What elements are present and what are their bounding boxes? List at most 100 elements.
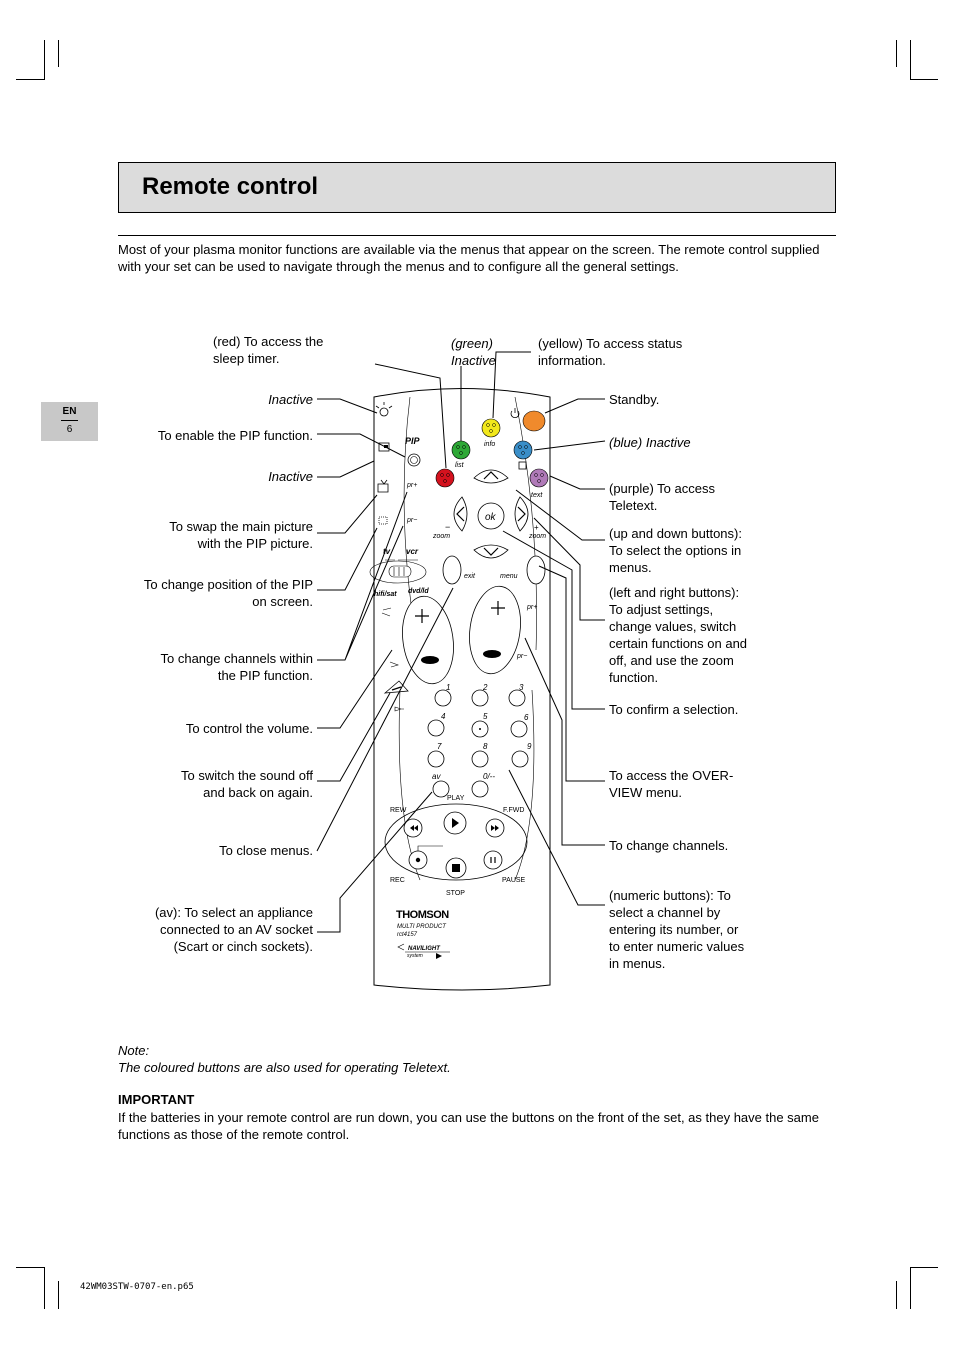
label-line: (Scart or cinch sockets).	[173, 939, 313, 954]
blue-button[interactable]	[513, 440, 533, 460]
digit-3-button[interactable]	[508, 689, 526, 707]
label-swap: To swap the main picture with the PIP pi…	[83, 518, 313, 552]
digit-3-label: 3	[519, 683, 524, 692]
label-line: (up and down buttons):	[609, 526, 742, 541]
leader-pip	[317, 433, 406, 458]
label-line: with the PIP picture.	[197, 536, 313, 551]
crop-mark	[910, 1267, 911, 1309]
digit-1-button[interactable]	[434, 689, 452, 707]
page-title: Remote control	[142, 173, 319, 200]
page-number: 6	[66, 424, 73, 435]
remote-contour	[398, 396, 537, 881]
label-line: VIEW menu.	[609, 785, 682, 800]
label-inactive-tv: Inactive	[268, 469, 313, 484]
stop-label: STOP	[446, 890, 465, 897]
label-purple: (purple) To access Teletext.	[609, 480, 715, 514]
yellow-button[interactable]	[481, 418, 501, 438]
volume-low-icon	[389, 661, 399, 668]
pip-button[interactable]	[407, 453, 421, 467]
label-line: sleep timer.	[213, 351, 280, 366]
label-line: menus.	[609, 560, 652, 575]
leader-position	[317, 527, 378, 591]
digit-7-button[interactable]	[427, 750, 445, 768]
stop-icon	[452, 864, 460, 872]
power-icon	[510, 408, 520, 419]
list-label: list	[455, 462, 465, 469]
down-button[interactable]	[473, 544, 509, 559]
leader-ok	[502, 530, 605, 710]
right-button[interactable]	[514, 496, 529, 532]
zero-button[interactable]	[471, 780, 489, 798]
footer-filename: 42WM03STW-0707-en.p65	[80, 1282, 194, 1292]
label-line: (left and right buttons):	[609, 585, 740, 600]
label-volume: To control the volume.	[185, 721, 313, 736]
digit-4-button[interactable]	[427, 719, 445, 737]
red-button[interactable]	[435, 468, 455, 488]
rec-label: REC	[390, 877, 405, 884]
remote-body	[373, 388, 551, 991]
transport-outline	[384, 803, 528, 881]
av-button[interactable]	[432, 780, 450, 798]
label-line: (red) To access the	[213, 334, 324, 349]
digit-2-label: 2	[482, 683, 488, 692]
purple-button[interactable]	[529, 468, 549, 488]
digit-2-button[interactable]	[471, 689, 489, 707]
digit-9-button[interactable]	[511, 750, 529, 768]
navi-arrow-left	[397, 943, 405, 951]
mode-switch[interactable]	[388, 565, 412, 578]
exit-label: exit	[464, 573, 476, 580]
crop-mark	[896, 1281, 897, 1309]
digit-7-label: 7	[437, 742, 442, 751]
label-line: To change position of the PIP	[143, 577, 313, 592]
navi-arrow-right	[436, 953, 442, 959]
left-button[interactable]	[453, 496, 468, 532]
label-line: on screen.	[252, 594, 313, 609]
label-close: To close menus.	[219, 843, 313, 858]
crop-mark	[896, 40, 897, 67]
pause-button[interactable]	[483, 850, 503, 870]
label-position: To change position of the PIP on screen.	[83, 576, 313, 610]
label-pip-channels: To change channels within the PIP functi…	[83, 650, 314, 684]
label-inactive-light: Inactive	[268, 392, 313, 407]
digit-4-label: 4	[441, 712, 446, 721]
channel-button[interactable]	[464, 583, 526, 677]
mute-button[interactable]	[383, 680, 409, 694]
label-line: Teletext.	[609, 498, 658, 513]
label-line: To swap the main picture	[169, 519, 313, 534]
leader-yellow	[492, 351, 531, 419]
channel-pr-plus-label: pr+	[526, 604, 537, 611]
leader-standby	[544, 398, 605, 414]
standby-button[interactable]	[522, 410, 546, 432]
label-yellow: (yellow) To access status information.	[538, 335, 682, 369]
language-code: EN	[62, 406, 77, 417]
leader-lines	[316, 351, 606, 933]
divider	[61, 420, 78, 421]
leader-inactive-tv	[317, 460, 375, 478]
numeric-keypad: 1 2 3 4 5 6 7 8 9 av 0/--	[427, 683, 532, 798]
green-button[interactable]	[451, 440, 471, 460]
swap-icon	[378, 516, 388, 525]
exit-button[interactable]	[442, 555, 462, 585]
info-label: info	[484, 441, 495, 448]
label-line: connected to an AV socket	[160, 922, 313, 937]
zoom-minus-sign: −	[445, 522, 450, 532]
label-line: certain functions on and	[609, 636, 748, 651]
digit-6-label: 6	[524, 713, 529, 722]
label-line: (green)	[451, 336, 493, 351]
up-button[interactable]	[473, 469, 509, 484]
dvd-ld-label: dvd/ld	[408, 588, 429, 595]
ok-button[interactable]	[477, 502, 505, 530]
label-updown: (up and down buttons): To select the opt…	[609, 525, 742, 576]
tv-mode-label: tv	[383, 547, 391, 556]
pip-pr-minus-label: pr−	[406, 517, 417, 524]
menu-button[interactable]	[526, 555, 546, 585]
label-line: To adjust settings,	[609, 602, 714, 617]
digit-6-button[interactable]	[510, 720, 528, 738]
leader-mute	[317, 692, 391, 782]
label-line: (numeric buttons): To	[609, 888, 731, 903]
label-blue: (blue) Inactive	[609, 435, 691, 450]
leader-numeric	[508, 769, 605, 906]
menu-label: menu	[500, 573, 518, 580]
digit-8-button[interactable]	[471, 750, 489, 768]
